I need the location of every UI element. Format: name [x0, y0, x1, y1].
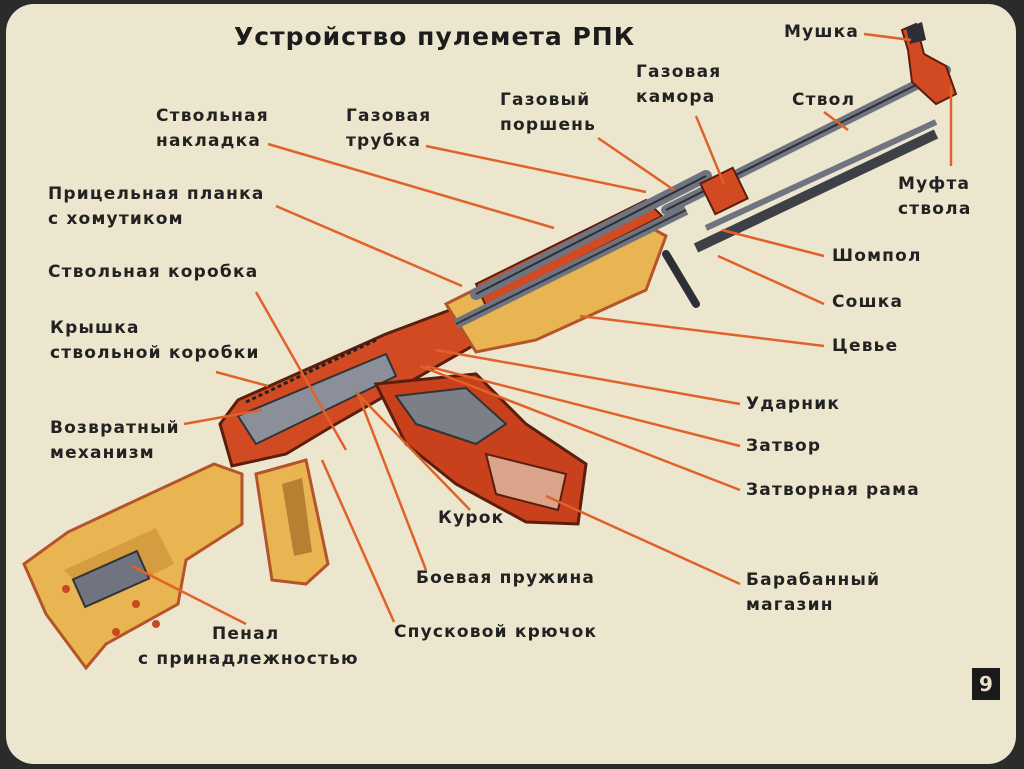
leader-shompol	[721, 228, 825, 258]
leader-kryshka	[215, 370, 269, 388]
label-firing-pin: Ударник	[746, 394, 841, 414]
label-gas-tube: Газовая трубка	[346, 106, 432, 151]
label-hammer: Курок	[438, 508, 505, 528]
leader-zatvor	[425, 364, 741, 448]
leader-lines	[131, 32, 953, 626]
label-drum-magazine: Барабанный магазин	[746, 570, 881, 615]
leader-soshka	[717, 254, 825, 306]
leader-baraban	[545, 494, 741, 586]
label-sight-rail: Прицельная планка с хомутиком	[48, 184, 265, 229]
leader-zatvor-rama	[419, 364, 741, 492]
label-mainspring: Боевая пружина	[416, 568, 596, 588]
leader-stvol-korobka	[254, 291, 348, 451]
front-sight	[900, 22, 958, 106]
barrel-assembly	[470, 65, 951, 308]
label-bolt-carrier: Затворная рама	[746, 480, 920, 500]
label-barrel-coupling: Муфта ствола	[898, 174, 972, 219]
label-bolt: Затвор	[746, 436, 822, 456]
leader-spusk	[320, 459, 396, 623]
handguard	[443, 198, 689, 354]
drum-magazine	[373, 372, 588, 526]
label-return-mechanism: Возвратный механизм	[50, 418, 180, 463]
label-bipod: Сошка	[832, 292, 904, 312]
leader-kurok	[355, 391, 471, 511]
label-gas-piston: Газовый поршень	[500, 90, 597, 135]
leader-boevaya	[356, 393, 428, 571]
label-trigger: Спусковой крючок	[394, 622, 598, 642]
label-forend: Цевье	[832, 336, 899, 356]
leader-tseve	[579, 314, 825, 348]
pistol-grip	[254, 458, 330, 586]
label-barrel: Ствол	[792, 90, 856, 110]
label-gas-chamber: Газовая камора	[636, 62, 722, 107]
leader-gaz-porshen	[597, 136, 675, 192]
label-accessory-case: Пенал с принадлежностью	[138, 624, 359, 669]
leader-udarnik	[435, 348, 741, 406]
diagram-card: Устройство пулемета РПК	[6, 4, 1016, 764]
label-barrel-cover: Ствольная накладка	[156, 106, 269, 151]
label-cleaning-rod: Шомпол	[832, 246, 922, 266]
leader-gaz-kamora	[694, 115, 726, 185]
leader-mushka	[863, 32, 912, 42]
diagram-title: Устройство пулемета РПК	[234, 22, 636, 51]
leader-stvol	[823, 111, 849, 131]
leader-pritsel	[275, 204, 463, 288]
leader-stvol-nakladka	[267, 142, 555, 230]
leader-gaz-trubka	[425, 144, 647, 194]
label-front-sight: Мушка	[784, 22, 860, 42]
label-receiver-cover: Крышка ствольной коробки	[50, 318, 260, 363]
leader-vozvrat	[183, 408, 263, 426]
leader-penal	[131, 564, 247, 626]
rpk-cutaway-illustration	[22, 22, 958, 671]
page-number-badge: 9	[972, 668, 1000, 700]
label-receiver: Ствольная коробка	[48, 262, 259, 282]
